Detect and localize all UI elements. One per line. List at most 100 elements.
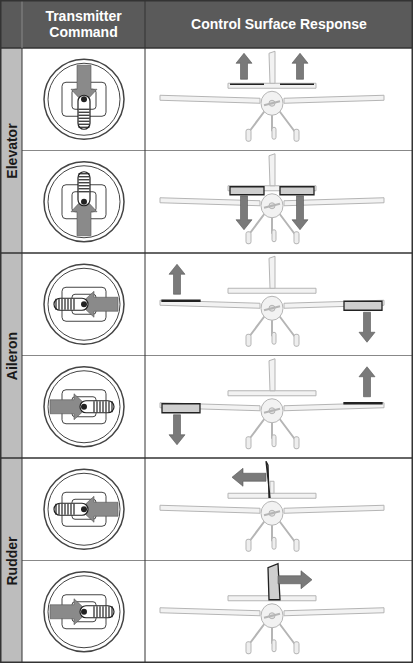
motion-arrow bbox=[71, 65, 97, 103]
gimbal-ring bbox=[48, 576, 120, 648]
motion-arrow bbox=[232, 468, 266, 486]
row-line bbox=[0, 457, 413, 459]
row-header: Rudder bbox=[0, 458, 22, 663]
fin bbox=[270, 481, 274, 493]
transmitter-stick bbox=[44, 264, 124, 344]
wheel bbox=[272, 640, 276, 652]
stick-ridge bbox=[58, 504, 59, 515]
fuselage bbox=[261, 604, 283, 628]
stick-ridge bbox=[79, 121, 90, 122]
col-line bbox=[145, 0, 146, 663]
wheel bbox=[272, 332, 276, 344]
stick-body bbox=[78, 95, 90, 129]
elevator-surface bbox=[280, 187, 314, 195]
airplane-front-view bbox=[160, 256, 384, 346]
stick-body bbox=[80, 606, 114, 618]
elevator-surface bbox=[280, 84, 314, 85]
stick-ridge bbox=[79, 185, 90, 186]
stick-ridge bbox=[108, 606, 109, 617]
wheel bbox=[272, 537, 276, 549]
row-line bbox=[22, 560, 413, 561]
motion-arrow bbox=[236, 53, 252, 79]
motion-arrow bbox=[292, 53, 308, 79]
gimbal-ring bbox=[44, 59, 124, 139]
column-header: Control Surface Response bbox=[145, 0, 413, 48]
gimbal-ring bbox=[48, 371, 120, 443]
wheel bbox=[294, 129, 299, 141]
motion-arrow bbox=[50, 394, 88, 420]
stick-ridge bbox=[79, 118, 90, 119]
stick-ridge bbox=[79, 179, 90, 180]
wheel bbox=[246, 334, 251, 346]
aileron-surface bbox=[162, 404, 200, 413]
stick-ridge bbox=[64, 299, 65, 310]
stick bbox=[78, 95, 90, 129]
stick bbox=[80, 606, 114, 618]
stick-ridge bbox=[102, 401, 103, 412]
header-band bbox=[0, 0, 413, 48]
stick-ridge bbox=[58, 299, 59, 310]
stick-base bbox=[81, 609, 87, 615]
airplane-front-view bbox=[160, 154, 384, 244]
stick-ridge bbox=[79, 191, 90, 192]
wheel bbox=[294, 232, 299, 244]
transmitter-stick bbox=[44, 162, 124, 242]
gimbal-ring bbox=[48, 473, 120, 545]
stick-ridge bbox=[79, 115, 90, 116]
motion-arrow bbox=[80, 291, 118, 317]
airplane-front-view bbox=[160, 461, 384, 551]
stick-ridge bbox=[111, 606, 112, 617]
stick-ridge bbox=[111, 401, 112, 412]
wheel bbox=[272, 127, 276, 139]
gimbal-ring bbox=[48, 268, 120, 340]
aileron-surface bbox=[344, 403, 382, 404]
wheel bbox=[294, 437, 299, 449]
fuselage bbox=[261, 91, 283, 115]
transmitter-stick bbox=[44, 572, 124, 652]
stick-ridge bbox=[55, 299, 56, 310]
wheel bbox=[294, 642, 299, 654]
stabilizer bbox=[228, 83, 316, 88]
stick-ridge bbox=[108, 401, 109, 412]
gimbal-ring bbox=[44, 264, 124, 344]
stick-ridge bbox=[105, 401, 106, 412]
aileron-surface bbox=[162, 300, 200, 301]
rudder-surface bbox=[266, 461, 270, 497]
fin bbox=[269, 256, 275, 288]
stick-ridge bbox=[73, 299, 74, 310]
stabilizer bbox=[228, 391, 316, 396]
stick-ridge bbox=[73, 504, 74, 515]
elevator-surface bbox=[230, 84, 264, 85]
stick-ridge bbox=[79, 127, 90, 128]
motion-arrow bbox=[50, 599, 88, 625]
stick-ridge bbox=[93, 606, 94, 617]
stick-ridge bbox=[79, 124, 90, 125]
stabilizer bbox=[228, 288, 316, 293]
wheel bbox=[246, 539, 251, 551]
stick-ridge bbox=[102, 606, 103, 617]
stick-ridge bbox=[64, 504, 65, 515]
motion-arrow bbox=[80, 496, 118, 522]
stick-ridge bbox=[55, 504, 56, 515]
stick-ridge bbox=[79, 109, 90, 110]
column-header: Transmitter Command bbox=[22, 0, 145, 48]
col-line bbox=[22, 0, 23, 48]
stick-body bbox=[54, 298, 88, 310]
gimbal-ring bbox=[44, 572, 124, 652]
stick-ridge bbox=[79, 182, 90, 183]
stick-ridge bbox=[96, 606, 97, 617]
airplane-front-view bbox=[160, 51, 384, 141]
fuselage bbox=[261, 194, 283, 218]
row-header: Aileron bbox=[0, 253, 22, 458]
fin bbox=[269, 51, 275, 83]
propeller bbox=[264, 614, 280, 618]
transmitter-stick bbox=[44, 59, 124, 139]
propeller bbox=[264, 101, 280, 105]
stick-base bbox=[81, 301, 87, 307]
wheel bbox=[246, 642, 251, 654]
stick-ridge bbox=[96, 401, 97, 412]
propeller bbox=[264, 204, 280, 208]
col-line bbox=[22, 48, 23, 663]
side-band bbox=[0, 48, 22, 663]
